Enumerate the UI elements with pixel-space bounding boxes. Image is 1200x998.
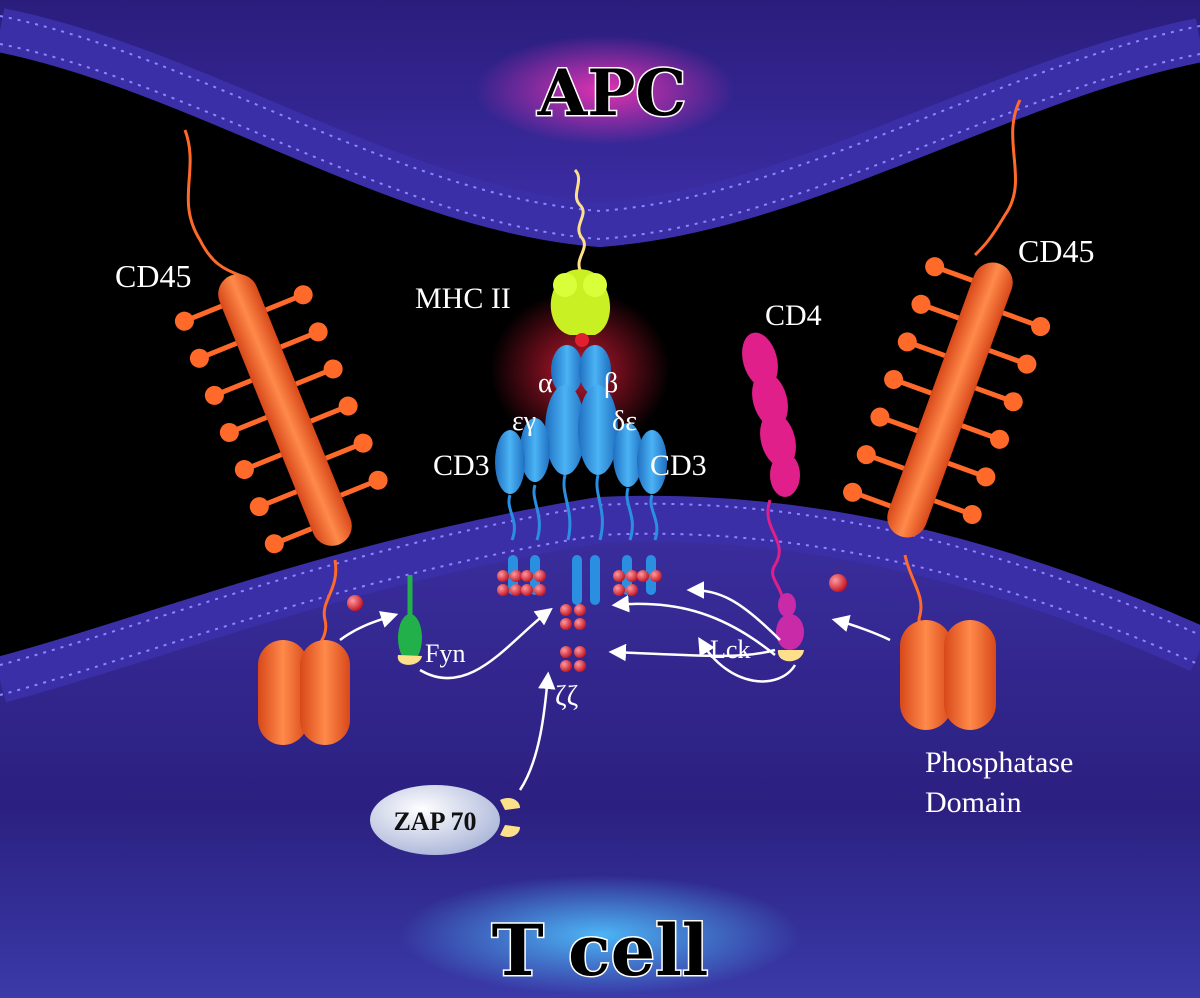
apc-membrane	[0, 8, 1200, 248]
signaling-arrows	[339, 581, 891, 791]
cd45-right-label: CD45	[1018, 233, 1094, 269]
fyn	[347, 575, 422, 665]
cd3-right-label: CD3	[650, 449, 707, 482]
phosphatase-label-line2: Domain	[925, 786, 1022, 819]
t-cell-label: T cell	[492, 909, 709, 992]
cd3-epsilon-right	[637, 430, 667, 494]
cd3-epsilon-left	[520, 418, 550, 482]
mhc-ii-label: MHC II	[415, 282, 511, 315]
cd3-delta	[613, 423, 643, 487]
zap70-label: ZAP 70	[393, 807, 476, 836]
cd45-right-phosphatase	[900, 620, 996, 730]
apc-cell	[0, 0, 1200, 225]
zeta-label: ζζ	[555, 681, 578, 712]
epsilon-gamma-label: εγ	[512, 406, 536, 437]
lck-label: Lck	[710, 635, 750, 664]
alpha-label: α	[538, 368, 553, 399]
lck	[776, 574, 847, 662]
beta-label: β	[604, 368, 618, 399]
tcr-complex	[495, 345, 667, 541]
cd4	[742, 332, 800, 611]
cd4-label: CD4	[765, 299, 822, 332]
t-cell	[0, 518, 1200, 998]
phosphatase-label-line1: Phosphatase	[925, 746, 1073, 779]
cd45-left-phosphatase	[258, 640, 350, 745]
fyn-label: Fyn	[425, 639, 465, 668]
itam-cluster	[497, 555, 662, 672]
cd45-right	[843, 99, 1051, 730]
cd3-left-label: CD3	[433, 449, 490, 482]
zap70	[370, 785, 520, 855]
cd3-gamma	[495, 430, 525, 494]
apc-label: APC	[537, 56, 687, 131]
cd45-left	[174, 129, 388, 745]
cd45-left-label: CD45	[115, 258, 191, 294]
delta-epsilon-label: δε	[612, 406, 637, 437]
